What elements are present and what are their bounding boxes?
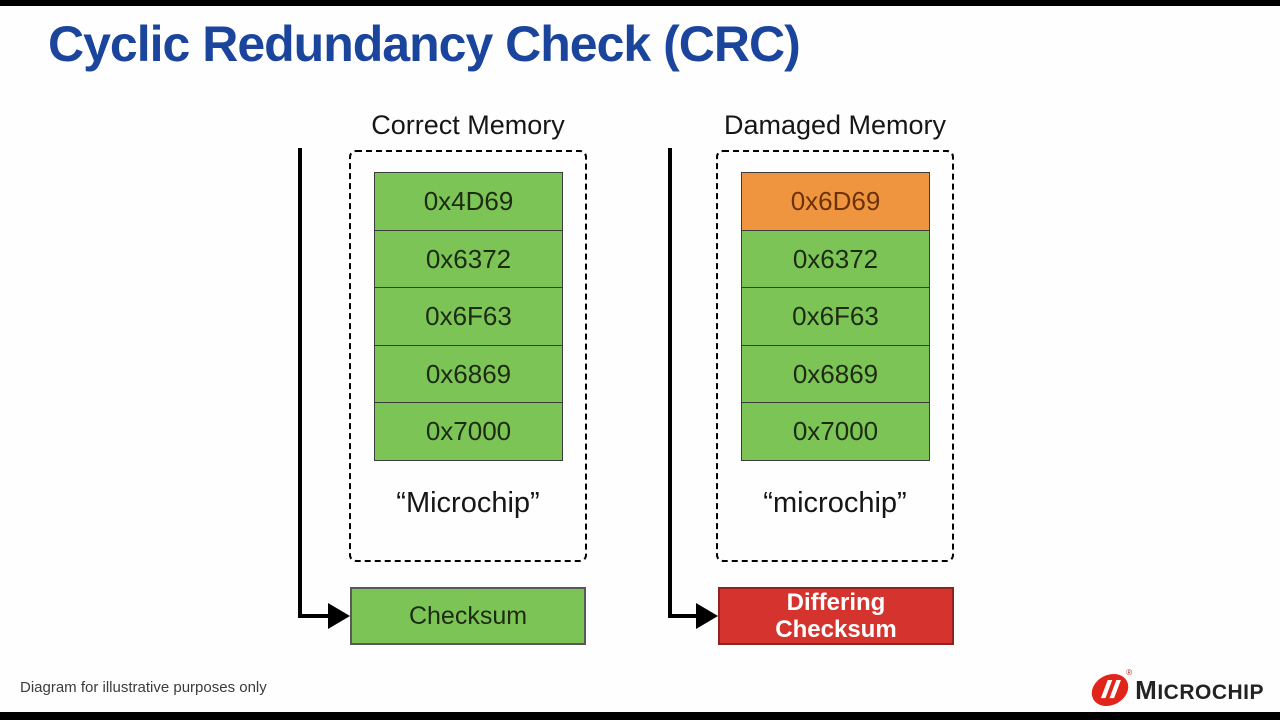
slide-title: Cyclic Redundancy Check (CRC) [48,16,801,72]
checksum-arrow-line [668,614,702,618]
checksum-label: Checksum [775,616,897,643]
correct-memory-word: “Microchip” [396,487,540,519]
memory-cell: 0x6869 [741,344,930,404]
microchip-logo: ® MICROCHIP [1090,668,1264,710]
correct-memory-label: Correct Memory [371,110,565,140]
memory-cell: 0x6F63 [374,287,563,346]
microchip-logo-text: MICROCHIP [1135,674,1264,705]
memory-cell: 0x6372 [741,229,930,289]
footer-disclaimer: Diagram for illustrative purposes only [20,679,267,696]
memory-cell: 0x6372 [374,229,563,289]
memory-cell: 0x7000 [374,402,563,461]
checksum-label: Checksum [408,601,528,630]
damaged-memory-cells: 0x6D69 0x6372 0x6F63 0x6869 0x7000 [741,172,930,461]
microchip-logo-icon: ® [1090,668,1133,710]
checksum-label: Differing [786,589,886,616]
checksum-arrow-line [298,148,302,618]
checksum-arrow-head [328,603,350,629]
checksum-arrow-head [696,603,718,629]
letterbox-top-bar [0,0,1280,6]
damaged-memory-word: “microchip” [763,487,907,519]
checksum-arrow-line [298,614,332,618]
memory-cell: 0x7000 [741,402,930,461]
damaged-memory-label: Damaged Memory [723,110,947,140]
memory-cell: 0x6869 [374,344,563,404]
registered-mark: ® [1126,668,1133,677]
correct-memory-cells: 0x4D69 0x6372 0x6F63 0x6869 0x7000 [374,172,563,461]
memory-cell: 0x4D69 [374,172,563,231]
letterbox-bottom-bar [0,712,1280,720]
memory-cell: 0x6F63 [741,287,930,346]
checksum-box: Checksum [350,587,586,645]
memory-cell-corrupted: 0x6D69 [741,172,930,231]
damaged-memory-box [716,150,954,562]
checksum-arrow-line [668,148,672,618]
correct-memory-box [349,150,587,562]
differing-checksum-box: Differing Checksum [718,587,954,645]
